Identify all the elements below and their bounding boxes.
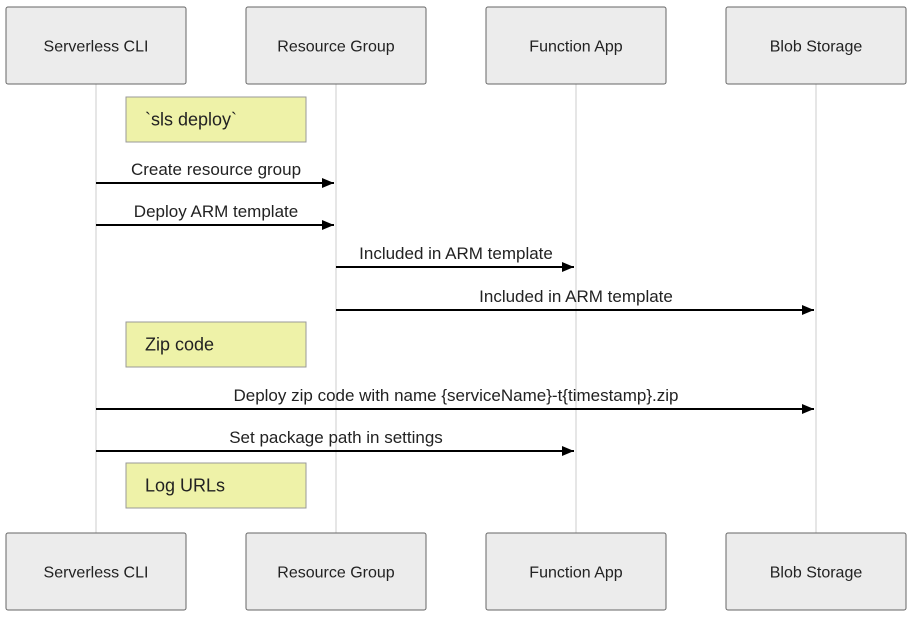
lifelines <box>95 84 817 533</box>
actor-label: Function App <box>529 565 623 582</box>
message-label: Set package path in settings <box>229 428 443 447</box>
actor-box <box>245 532 427 611</box>
message: Create resource group <box>96 160 334 188</box>
actor-fa-bottom: Function App <box>485 532 667 611</box>
actor-label: Blob Storage <box>770 565 863 582</box>
message-label: Included in ARM template <box>359 244 553 263</box>
actor-cli-top: Serverless CLI <box>5 6 187 85</box>
message: Included in ARM template <box>336 244 574 272</box>
actor-blob-top: Blob Storage <box>725 6 907 85</box>
actor-blob-bottom: Blob Storage <box>725 532 907 611</box>
actor-cli-bottom: Serverless CLI <box>5 532 187 611</box>
actor-fa-top: Function App <box>485 6 667 85</box>
message-label: Deploy ARM template <box>134 202 298 221</box>
note-box <box>125 462 307 509</box>
steps: `sls deploy` Create resource groupDeploy … <box>96 96 814 509</box>
actor-label: Serverless CLI <box>44 39 149 56</box>
actor-box <box>5 532 187 611</box>
actors-top: Serverless CLI Resource Group Function App… <box>5 6 907 85</box>
actor-rg-bottom: Resource Group <box>245 532 427 611</box>
message-label: Included in ARM template <box>479 287 673 306</box>
message: Deploy ARM template <box>96 202 334 230</box>
note: `sls deploy` <box>125 96 307 143</box>
note: Zip code <box>125 321 307 368</box>
actor-box <box>245 6 427 85</box>
message: Deploy zip code with name {serviceName}-… <box>96 386 814 414</box>
actor-label: Resource Group <box>277 39 394 56</box>
actor-rg-top: Resource Group <box>245 6 427 85</box>
actor-box <box>725 532 907 611</box>
actor-box <box>5 6 187 85</box>
actor-box <box>485 6 667 85</box>
note-box <box>125 321 307 368</box>
actor-box <box>725 6 907 85</box>
actor-label: Blob Storage <box>770 39 863 56</box>
note: Log URLs <box>125 462 307 509</box>
note-text: Zip code <box>145 335 214 355</box>
message: Included in ARM template <box>336 287 814 315</box>
actor-label: Resource Group <box>277 565 394 582</box>
message-label: Create resource group <box>131 160 301 179</box>
note-box <box>125 96 307 143</box>
message-label: Deploy zip code with name {serviceName}-… <box>233 386 678 405</box>
actor-box <box>485 532 667 611</box>
note-text: Log URLs <box>145 476 225 496</box>
note-text: `sls deploy` <box>145 110 237 130</box>
actor-label: Function App <box>529 39 623 56</box>
actors-bottom: Serverless CLI Resource Group Function App… <box>5 532 907 611</box>
actor-label: Serverless CLI <box>44 565 149 582</box>
message: Set package path in settings <box>96 428 574 456</box>
